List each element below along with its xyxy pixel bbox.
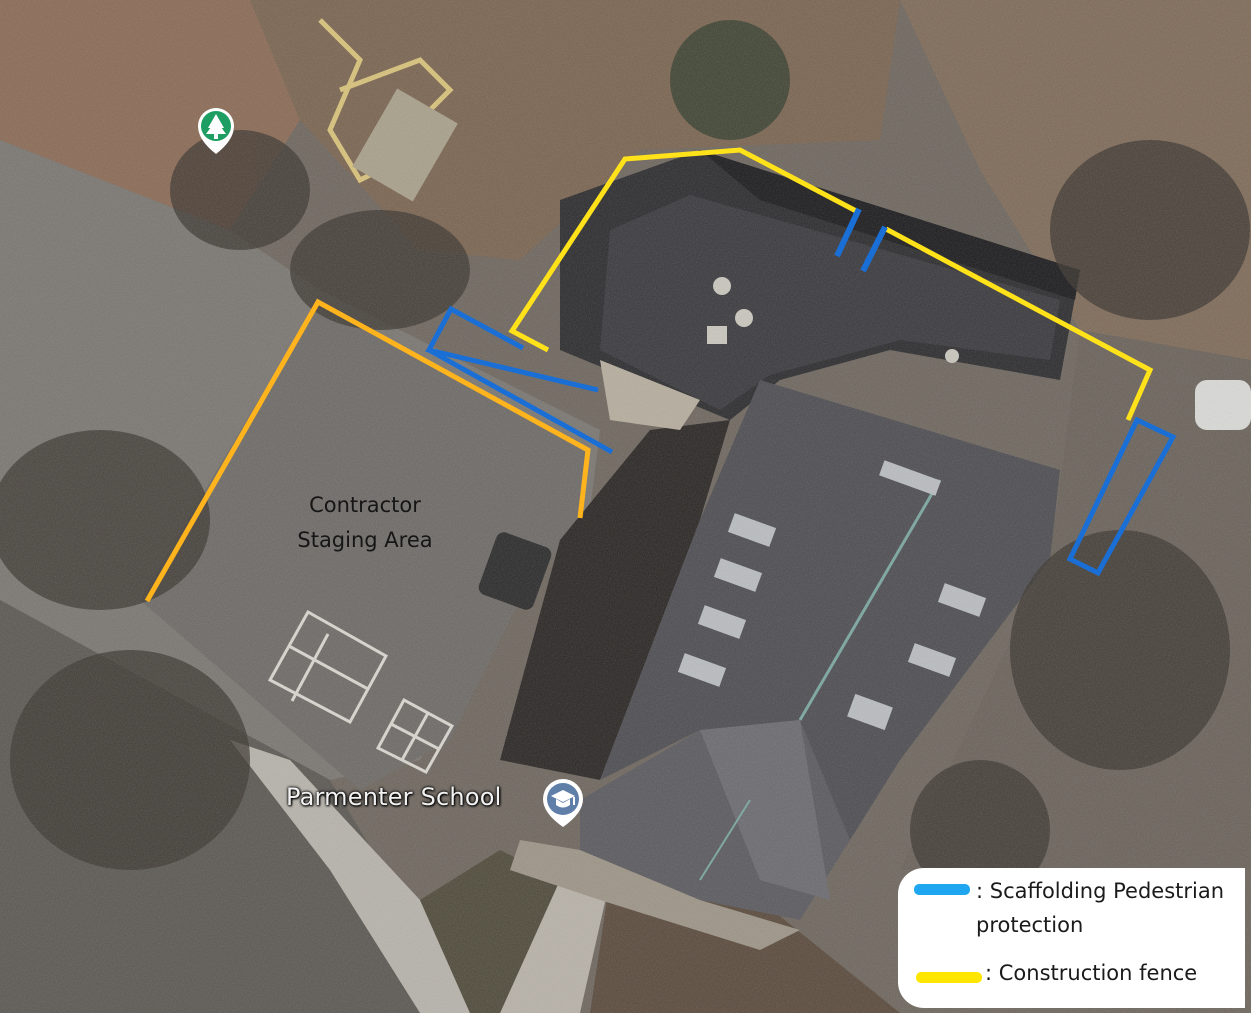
staging-label-line1: Contractor bbox=[309, 493, 421, 517]
legend-fence-text: : Construction fence bbox=[985, 961, 1198, 985]
graduation-cap-pin-icon bbox=[551, 790, 575, 808]
scaffold-east bbox=[1066, 416, 1177, 577]
legend-scaffolding-text: : Scaffolding Pedestrian protection bbox=[976, 879, 1225, 937]
staging-label-line2: Staging Area bbox=[297, 528, 433, 552]
park-pin[interactable] bbox=[198, 108, 234, 154]
scaffold-north-2 bbox=[860, 225, 888, 273]
construction-fence-northeast bbox=[884, 226, 1154, 422]
legend-swatch-fence bbox=[916, 972, 982, 983]
map-legend: : Scaffolding Pedestrian protection : Co… bbox=[898, 868, 1245, 1008]
construction-fence-north bbox=[508, 147, 862, 353]
school-place-label[interactable]: Parmenter School bbox=[286, 783, 502, 811]
legend-swatch-scaffolding bbox=[914, 884, 970, 895]
scaffold-west bbox=[425, 305, 599, 393]
staging-area-label: Contractor Staging Area bbox=[270, 488, 460, 558]
scaffold-west-long bbox=[427, 347, 614, 455]
staging-fence bbox=[144, 298, 591, 603]
tree-pin-icon bbox=[206, 114, 226, 139]
scaffold-north-1 bbox=[834, 207, 862, 258]
school-pin[interactable] bbox=[543, 779, 583, 827]
